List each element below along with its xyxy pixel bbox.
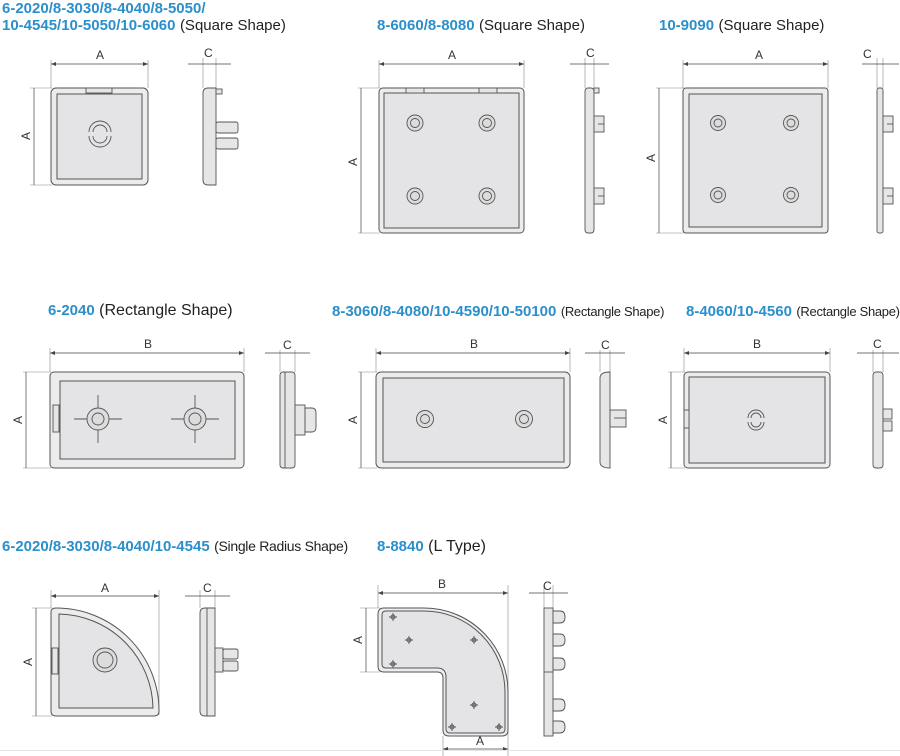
- svg-text:A: A: [346, 158, 360, 166]
- svg-text:A: A: [351, 636, 365, 644]
- shape-label: (Square Shape): [718, 17, 825, 34]
- title-rect-3: 8-4060/10-4560 (Rectangle Shape): [686, 303, 900, 320]
- svg-text:C: C: [873, 337, 882, 351]
- mounting-cross-icons: [389, 613, 503, 731]
- title-rect-2: 8-3060/8-4080/10-4590/10-50100 (Rectangl…: [332, 303, 664, 320]
- svg-text:B: B: [470, 337, 478, 351]
- dim-label-a: A: [96, 48, 104, 62]
- svg-text:B: B: [144, 337, 152, 351]
- svg-text:C: C: [586, 46, 595, 60]
- svg-text:A: A: [448, 48, 456, 62]
- model-codes: 8-3060/8-4080/10-4590/10-50100: [332, 303, 557, 320]
- svg-text:A: A: [11, 416, 25, 424]
- model-codes: 6-2020/8-3030/8-4040/10-4545: [2, 538, 210, 555]
- svg-text:A: A: [476, 734, 484, 748]
- model-codes: 6-2040: [48, 302, 95, 319]
- shape-label: (Single Radius Shape): [214, 538, 348, 554]
- svg-text:A: A: [644, 154, 658, 162]
- svg-text:C: C: [601, 338, 610, 352]
- svg-text:A: A: [656, 416, 670, 424]
- title-single-radius: 6-2020/8-3030/8-4040/10-4545 (Single Rad…: [2, 538, 348, 555]
- model-codes: 8-4060/10-4560: [686, 303, 792, 320]
- model-codes: 8-6060/8-8080: [377, 17, 475, 34]
- svg-text:C: C: [863, 47, 872, 61]
- shape-label: (Square Shape): [179, 17, 286, 34]
- svg-text:A: A: [21, 658, 35, 666]
- svg-text:C: C: [203, 581, 212, 595]
- title-square-2: 8-6060/8-8080 (Square Shape): [377, 17, 585, 34]
- dim-label-a-vertical: A: [19, 132, 33, 140]
- title-square-1: 6-2020/8-3030/8-4040/8-5050/ 10-4545/10-…: [2, 0, 286, 34]
- shape-label: (Rectangle Shape): [560, 304, 665, 319]
- svg-text:A: A: [346, 416, 360, 424]
- svg-text:C: C: [283, 338, 292, 352]
- model-codes: 6-2020/8-3030/8-4040/8-5050/: [2, 0, 206, 17]
- svg-text:C: C: [204, 46, 213, 60]
- title-square-3: 10-9090 (Square Shape): [659, 17, 824, 34]
- model-codes: 10-9090: [659, 17, 715, 34]
- svg-text:B: B: [438, 577, 446, 591]
- shape-label: (Rectangle Shape): [796, 304, 900, 319]
- model-codes: 8-8840: [377, 538, 424, 555]
- shape-label: (Square Shape): [479, 17, 585, 34]
- divider: [0, 750, 900, 751]
- svg-text:C: C: [543, 579, 552, 593]
- title-l-type: 8-8840 (L Type): [377, 538, 486, 555]
- shape-label: (L Type): [428, 538, 486, 555]
- svg-text:B: B: [753, 337, 761, 351]
- title-rect-1: 6-2040 (Rectangle Shape): [48, 302, 233, 319]
- svg-text:A: A: [755, 48, 763, 62]
- model-codes: 10-4545/10-5050/10-6060: [2, 17, 176, 34]
- shape-label: (Rectangle Shape): [99, 302, 233, 319]
- svg-text:A: A: [101, 581, 109, 595]
